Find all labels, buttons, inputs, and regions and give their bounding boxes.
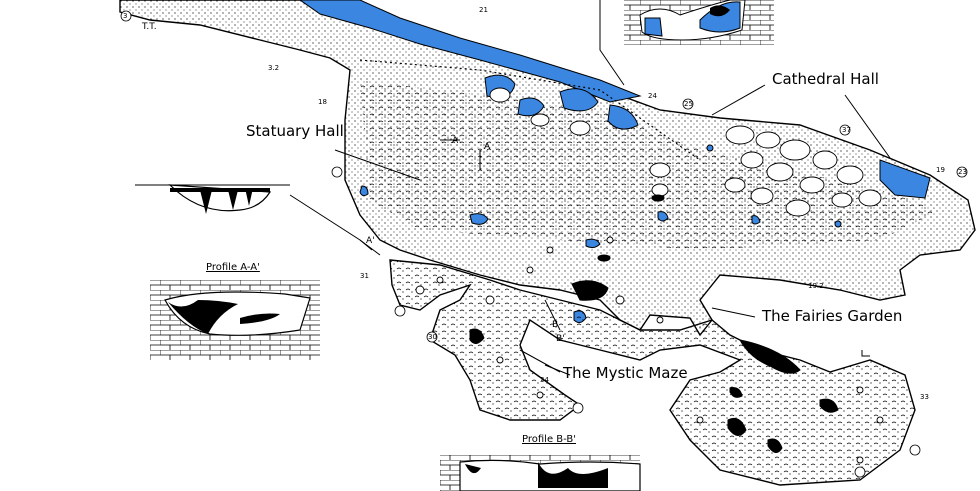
upper-water-channel bbox=[299, 0, 642, 103]
profile-left-top bbox=[135, 184, 290, 214]
mystic-maze-label: The Mystic Maze bbox=[563, 364, 688, 382]
survey-line bbox=[359, 59, 701, 161]
station-number: 37 bbox=[842, 126, 851, 134]
station-number: 25 bbox=[684, 100, 693, 108]
station-number: 19.2 bbox=[808, 282, 824, 290]
profile-b-title: Profile B-B' bbox=[522, 434, 576, 445]
cathedral-hall-label: Cathedral Hall bbox=[772, 70, 879, 88]
profile-top-right bbox=[624, 0, 774, 45]
station-number: 33 bbox=[920, 393, 929, 401]
cathedral-water bbox=[879, 159, 931, 199]
station-number: 30 bbox=[428, 333, 437, 341]
station-number: 3 bbox=[123, 12, 128, 20]
section-mark: A bbox=[484, 142, 491, 152]
section-mark: A' bbox=[366, 236, 375, 246]
station-number: 34 bbox=[540, 376, 549, 384]
section-mark: A bbox=[452, 136, 459, 146]
boulder-field bbox=[489, 87, 882, 217]
station-number: 24 bbox=[648, 92, 657, 100]
section-mark: B bbox=[552, 320, 559, 330]
station-number: 23 bbox=[958, 168, 967, 176]
section-markers bbox=[359, 139, 870, 357]
black-voids bbox=[469, 194, 839, 453]
tt-label: T.T. bbox=[142, 22, 157, 32]
pillars bbox=[415, 236, 884, 464]
station-number: 3.2 bbox=[268, 64, 280, 72]
station-number: 21 bbox=[479, 6, 488, 14]
station-circles bbox=[120, 10, 968, 478]
statuary-hall-label: Statuary Hall bbox=[246, 122, 344, 140]
station-number: 31 bbox=[360, 272, 369, 280]
section-mark: B' bbox=[556, 334, 565, 344]
station-number: 18 bbox=[318, 98, 327, 106]
profile-a bbox=[150, 280, 320, 360]
profile-b bbox=[440, 455, 641, 491]
fairies-garden-label: The Fairies Garden bbox=[762, 307, 903, 325]
profile-a-title: Profile A-A' bbox=[206, 262, 260, 273]
station-number: 19 bbox=[936, 166, 945, 174]
